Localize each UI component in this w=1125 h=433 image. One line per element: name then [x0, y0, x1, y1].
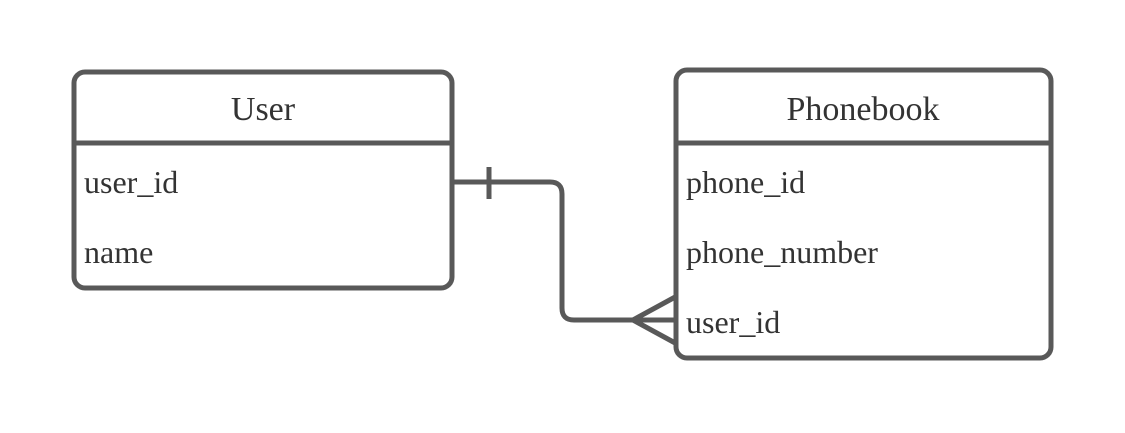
- entity-user-box[interactable]: [71, 69, 455, 291]
- relationship-user-to-phonebook[interactable]: [449, 167, 680, 347]
- entity-user[interactable]: User user_id name: [71, 69, 455, 291]
- entity-phonebook-attribute-user_id: user_id: [686, 304, 780, 340]
- entity-user-attribute-name: name: [84, 234, 153, 270]
- entity-phonebook-attribute-phone_id: phone_id: [686, 164, 805, 200]
- entity-phonebook-attribute-phone_number: phone_number: [686, 234, 878, 270]
- entity-user-attribute-user_id: user_id: [84, 164, 178, 200]
- entity-phonebook-title: Phonebook: [787, 91, 940, 128]
- connector-path: [449, 179, 636, 323]
- entity-phonebook[interactable]: Phonebook phone_id phone_number user_id: [673, 67, 1054, 361]
- entity-user-title: User: [231, 91, 296, 128]
- cardinality-many-crowsfoot-marker: [630, 293, 680, 347]
